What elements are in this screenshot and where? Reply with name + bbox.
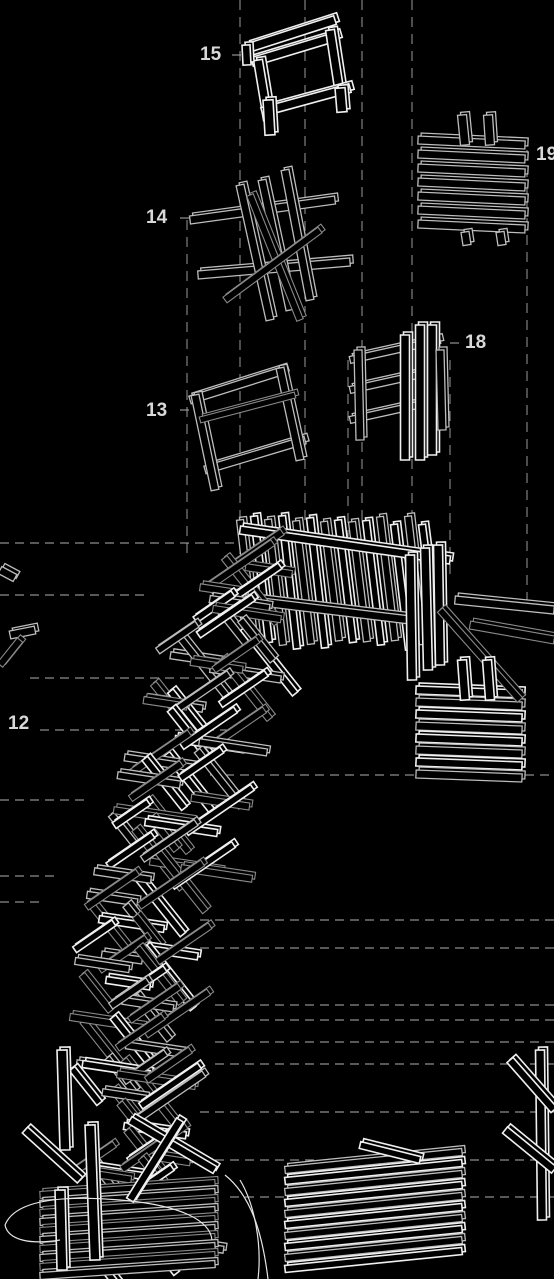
stick-arch bbox=[217, 669, 270, 709]
stick-arch bbox=[114, 1013, 166, 1052]
stick-edge bbox=[501, 1125, 554, 1175]
stick-spur bbox=[481, 658, 496, 702]
stick-arch bbox=[116, 770, 182, 789]
component-label-14: 14 bbox=[146, 207, 168, 228]
stick-arch bbox=[195, 593, 257, 640]
stick-spur bbox=[468, 620, 554, 645]
stick-base-right bbox=[283, 1235, 464, 1263]
stick-arch bbox=[101, 1087, 148, 1103]
stick-spur bbox=[415, 721, 523, 735]
stick-edge bbox=[505, 1056, 554, 1114]
stick-base-right bbox=[283, 1158, 464, 1186]
stick-19 bbox=[495, 230, 507, 247]
stick-base-right bbox=[358, 1140, 422, 1165]
stick-base-right bbox=[283, 1202, 464, 1230]
stick-spur bbox=[414, 733, 524, 747]
component-label-18: 18 bbox=[465, 332, 487, 353]
stick-18 bbox=[426, 324, 438, 456]
component-label-19: 19 bbox=[536, 145, 554, 164]
stick-14 bbox=[222, 226, 323, 304]
stick-spur bbox=[415, 769, 523, 783]
stick-arch bbox=[83, 868, 141, 911]
stick-arch bbox=[126, 982, 182, 1024]
component-label-12: 12 bbox=[8, 713, 30, 734]
stick-arch bbox=[136, 859, 206, 910]
stick-left-fragment bbox=[0, 637, 24, 668]
stick-crown bbox=[238, 525, 452, 565]
stick-base-right bbox=[283, 1169, 464, 1197]
stick-base-right bbox=[283, 1180, 464, 1208]
stick-edge bbox=[534, 1049, 548, 1221]
stick-19 bbox=[460, 230, 472, 247]
stick-arch bbox=[177, 745, 225, 783]
stick-19 bbox=[417, 149, 526, 164]
stick-base-right bbox=[283, 1246, 464, 1274]
stick-14 bbox=[280, 168, 315, 302]
stick-post bbox=[21, 1125, 84, 1185]
base-curves bbox=[4, 1174, 269, 1279]
stick-post bbox=[125, 1116, 185, 1204]
stick-19 bbox=[417, 219, 526, 234]
stick-18 bbox=[414, 324, 426, 461]
stick-arch bbox=[137, 1061, 203, 1111]
stick-left-fragment bbox=[8, 625, 37, 640]
stick-arch bbox=[139, 818, 199, 864]
component-label-15: 15 bbox=[200, 44, 222, 65]
stick-19 bbox=[417, 135, 526, 150]
stick-arch bbox=[127, 760, 185, 803]
stick-arch bbox=[107, 976, 151, 1010]
stick-crown bbox=[419, 547, 434, 671]
stick-19 bbox=[417, 177, 526, 192]
stick-19 bbox=[456, 113, 471, 147]
stick-crown bbox=[432, 544, 446, 666]
horizontal-guide-lines bbox=[0, 542, 554, 1198]
stick-spur bbox=[453, 595, 554, 615]
stick-arch bbox=[178, 705, 239, 751]
stick-spur bbox=[415, 697, 523, 711]
stick-18 bbox=[353, 349, 365, 441]
stick-base-left bbox=[39, 1259, 216, 1279]
stick-arch bbox=[143, 988, 212, 1039]
stick-spur bbox=[414, 709, 524, 723]
component-label-13: 13 bbox=[146, 400, 168, 421]
timber-sticks bbox=[0, 11, 554, 1279]
stick-arch bbox=[154, 922, 213, 966]
stick-post bbox=[84, 1123, 101, 1262]
stick-15 bbox=[334, 86, 348, 114]
stick-19 bbox=[417, 163, 526, 178]
stick-crown bbox=[404, 554, 418, 681]
stick-arch bbox=[154, 620, 200, 655]
stick-19 bbox=[482, 114, 496, 146]
stick-15 bbox=[259, 82, 353, 118]
stick-13 bbox=[198, 391, 297, 424]
stick-arch bbox=[211, 636, 261, 674]
stick-arch bbox=[71, 918, 117, 954]
stick-18 bbox=[435, 349, 447, 431]
stick-19 bbox=[417, 205, 526, 220]
stick-post bbox=[54, 1189, 68, 1271]
stick-15 bbox=[262, 98, 276, 137]
stick-arch bbox=[197, 737, 269, 757]
stick-arch bbox=[104, 831, 157, 870]
stick-spur bbox=[415, 745, 523, 759]
stick-13 bbox=[275, 366, 305, 462]
stick-base-right bbox=[283, 1224, 464, 1252]
stick-post bbox=[126, 1115, 219, 1175]
stick-base-right bbox=[283, 1213, 464, 1241]
stick-post bbox=[56, 1049, 71, 1151]
stick-spur bbox=[414, 757, 524, 771]
stick-base-right bbox=[283, 1191, 464, 1219]
stick-spur bbox=[456, 658, 471, 702]
stick-13 bbox=[203, 435, 307, 475]
stick-19 bbox=[417, 191, 526, 206]
stick-13 bbox=[190, 393, 220, 492]
stick-arch bbox=[68, 1065, 104, 1107]
stick-arch bbox=[143, 1046, 194, 1084]
stick-arch bbox=[73, 956, 131, 974]
stick-15 bbox=[241, 43, 252, 67]
stick-left-fragment bbox=[0, 565, 18, 583]
stick-arch bbox=[111, 798, 152, 830]
stick-18 bbox=[399, 334, 411, 461]
